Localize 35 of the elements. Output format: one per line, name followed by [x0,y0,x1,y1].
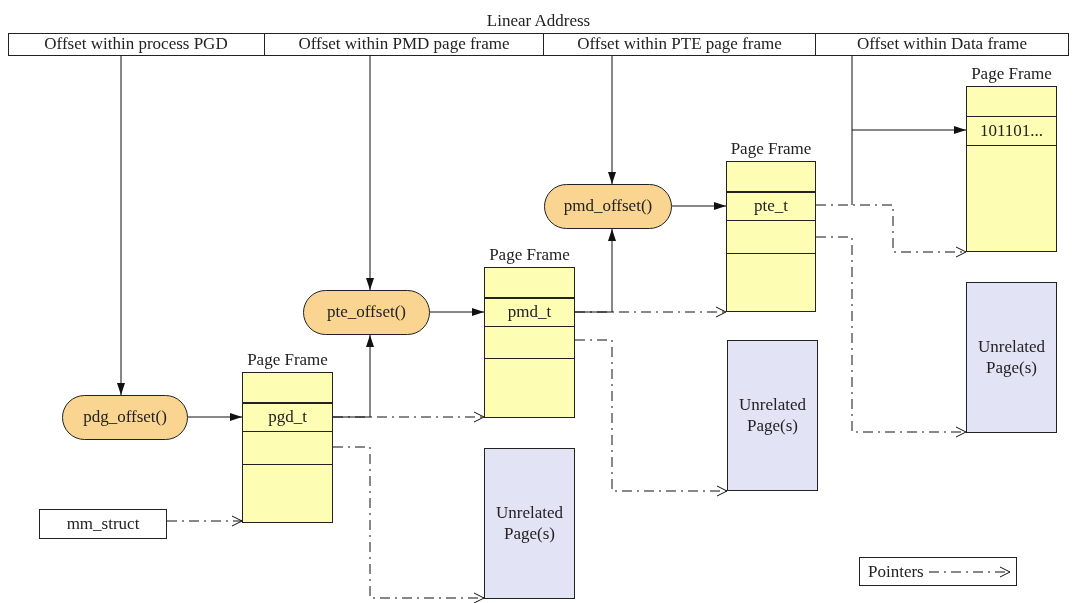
arrow [574,339,728,497]
arrow [671,202,727,210]
arrow [332,446,485,603]
arrow [574,306,727,318]
arrow [851,55,967,206]
unrelated-page-block: Unrelated Page(s) [484,448,575,599]
heading-text: Page Frame [729,139,813,160]
address-field: Offset within PMD page frame [265,33,544,56]
arrow [187,413,243,421]
unrelated-page-block: Unrelated Page(s) [727,340,818,491]
arrow [117,55,125,396]
table-entry: pgd_t [242,402,333,432]
arrow [332,411,485,423]
unrelated-page-block: Unrelated Page(s) [966,282,1057,433]
arrow [166,515,243,527]
heading-text: Page Frame [488,245,571,266]
table-entry: pmd_t [484,297,575,327]
heading-text: Linear Address [485,11,592,32]
function-pill: pte_offset() [303,290,430,335]
address-field: Offset within process PGD [8,33,265,56]
function-pill: pmd_offset() [544,184,672,229]
heading-text: Page Frame [246,350,329,371]
heading-text: Page Frame [970,64,1053,85]
function-pill: pdg_offset() [62,395,188,440]
address-field: Offset within Data frame [816,33,1069,56]
arrow [815,204,967,258]
arrow [366,55,374,291]
arrow [608,55,616,185]
legend-text: Pointers [868,561,924,582]
table-entry: pte_t [726,191,816,221]
address-field: Offset within PTE page frame [544,33,816,56]
arrow [815,236,967,438]
struct-box: mm_struct [39,509,167,539]
table-entry: 101101... [966,116,1057,146]
arrow [429,308,485,316]
